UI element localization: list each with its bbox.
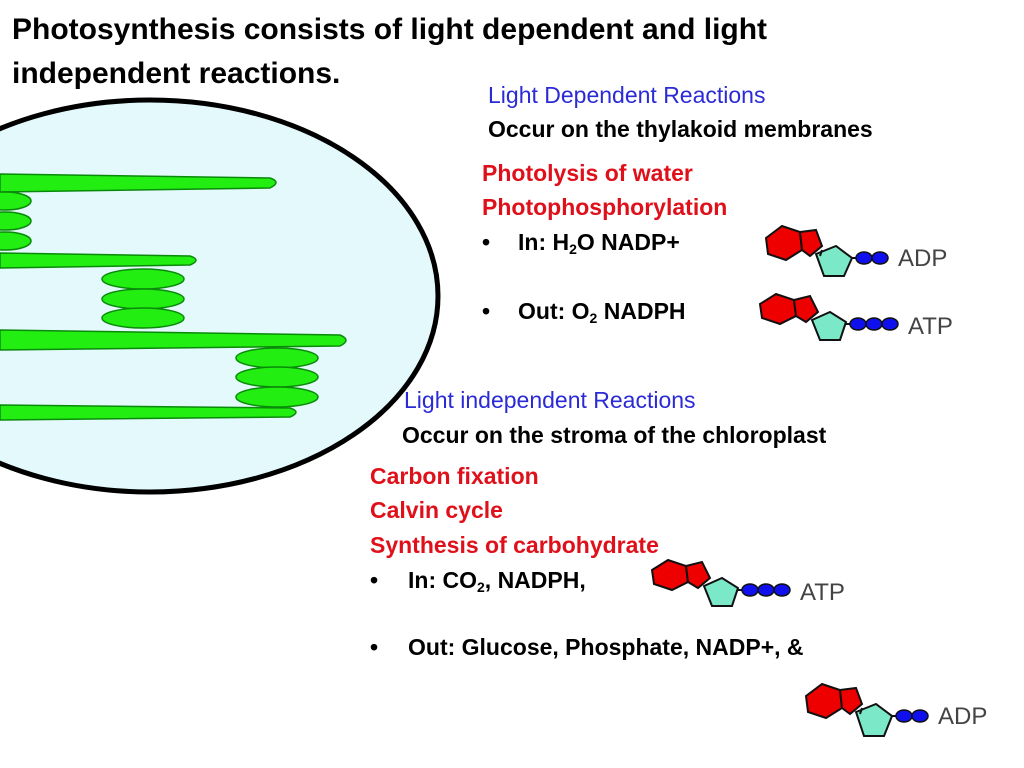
phosphate-circle (855, 251, 873, 265)
phosphate-circle (757, 583, 775, 597)
bullet: • (482, 298, 491, 324)
chloroplast-diagram (0, 97, 441, 495)
process-carbon-fixation: Carbon fixation (370, 463, 539, 489)
atp-molecule: ATP (650, 558, 845, 607)
granum-disc (0, 191, 32, 211)
bullet: • (482, 229, 491, 255)
atp-molecule: ATP (758, 292, 953, 341)
adenine-pentagon (684, 560, 712, 590)
ribose-pentagon (702, 576, 740, 607)
lamella (0, 252, 197, 269)
molecule-label: ADP (938, 703, 987, 730)
light-independent-outputs: Out: Glucose, Phosphate, NADP+, & (408, 634, 804, 660)
process-calvin-cycle: Calvin cycle (370, 497, 503, 523)
adp-molecule: ADP (804, 682, 987, 737)
phosphate-circle (865, 317, 883, 331)
bullet: • (370, 567, 379, 593)
phosphate-circle (741, 583, 759, 597)
light-dependent-location: Occur on the thylakoid membranes (488, 116, 873, 142)
adenine-hexagon (758, 292, 798, 326)
ribose-pentagon (810, 310, 848, 341)
granum-disc (101, 288, 185, 310)
lamella (0, 404, 297, 421)
ribose-pentagon (854, 702, 894, 737)
light-independent-inputs: In: CO2, NADPH, (408, 567, 586, 595)
light-independent-heading: Light independent Reactions (404, 387, 696, 413)
phosphate-circle (871, 251, 889, 265)
adenine-hexagon (764, 224, 804, 262)
phosphate-circle (849, 317, 867, 331)
light-dependent-outputs: Out: O2 NADPH (518, 298, 686, 326)
adp-molecule: ADP (764, 224, 947, 277)
light-independent-location: Occur on the stroma of the chloroplast (402, 422, 827, 448)
granum-disc (0, 231, 32, 251)
molecule-label: ATP (908, 313, 953, 340)
bullet: • (370, 634, 379, 660)
ribose-pentagon (814, 244, 854, 277)
process-carbohydrate-synthesis: Synthesis of carbohydrate (370, 532, 659, 558)
light-dependent-inputs: In: H2O NADP+ (518, 229, 680, 257)
adenine-hexagon (650, 558, 690, 592)
chloroplast-outline (0, 97, 441, 495)
page-title: Photosynthesis consists of light depende… (12, 13, 768, 90)
molecule-label: ADP (898, 245, 947, 272)
phosphate-circle (773, 583, 791, 597)
granum-disc (235, 386, 319, 408)
adenine-hexagon (804, 682, 844, 720)
lamella (0, 329, 347, 351)
adenine-pentagon (798, 228, 824, 258)
lamella (0, 173, 277, 193)
process-photophosphorylation: Photophosphorylation (482, 194, 728, 220)
granum-disc (101, 268, 185, 290)
phosphate-circle (881, 317, 899, 331)
process-photolysis: Photolysis of water (482, 160, 693, 186)
granum-disc (101, 307, 185, 329)
adenine-pentagon (838, 686, 864, 716)
phosphate-circle (911, 709, 929, 723)
granum-disc (235, 366, 319, 388)
adenine-pentagon (792, 294, 820, 324)
phosphate-circle (895, 709, 913, 723)
light-dependent-heading: Light Dependent Reactions (488, 82, 766, 108)
granum-disc (235, 347, 319, 369)
granum-disc (0, 211, 32, 231)
molecule-label: ATP (800, 579, 845, 606)
